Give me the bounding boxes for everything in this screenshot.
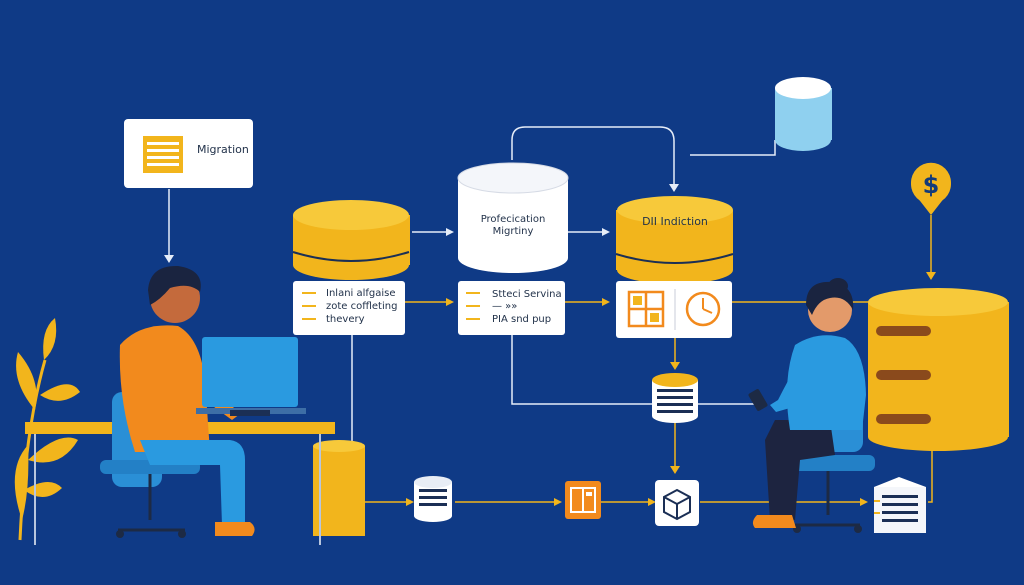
migration-label: Migration [197,143,249,156]
center-panel-line1: Stteci Servina [492,289,562,300]
plant-icon [14,318,80,541]
center-db-line1: Profecication [481,214,546,225]
right-panel[interactable] [616,281,732,338]
target-db-label: DII Indiction [642,215,708,228]
archive-database-icon [652,373,698,423]
left-panel-line2: zote coffleting [326,301,397,312]
clock-icon [685,291,721,327]
cloud-database-icon [775,77,832,151]
dollar-pin-icon: $ [911,162,951,215]
cube-icon [655,480,699,526]
source-database-icon [292,200,410,280]
center-panel-line3: PIA snd pup [492,314,551,325]
stacked-files-icon [874,477,926,533]
server-stack-icon [868,288,1009,451]
analyst-with-phone [748,278,875,533]
grid-icon [627,290,665,328]
left-panel-line3: thevery [326,314,365,325]
center-panel-line2: — »» [492,301,517,312]
dollar-symbol: $ [923,171,940,199]
center-db-line2: Migrtiny [493,226,534,237]
left-panel[interactable]: Inlani alfgaise zote coffleting thevery [293,281,405,335]
small-database-icon [414,476,452,522]
developer-at-desk [25,265,335,545]
document-lines-icon [143,136,183,173]
pipe-cylinder-icon [313,440,365,536]
package-box-icon [565,481,601,519]
target-database[interactable]: DII Indiction [615,196,734,284]
migration-card[interactable]: Migration [124,119,253,188]
center-database[interactable]: Profecication Migrtiny [457,162,569,273]
center-panel[interactable]: Stteci Servina — »» PIA snd pup [458,281,565,335]
left-panel-line1: Inlani alfgaise [326,288,396,299]
